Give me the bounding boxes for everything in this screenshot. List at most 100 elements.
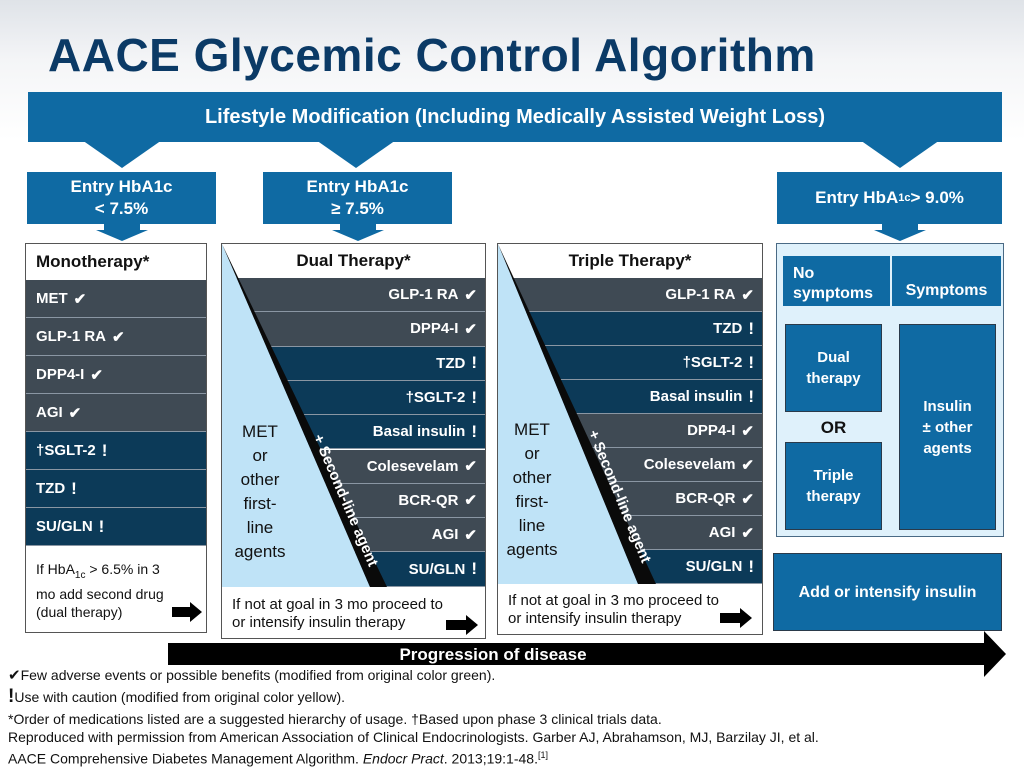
monotherapy-header: Monotherapy*	[36, 252, 150, 271]
dual-therapy-line: Dual	[817, 349, 850, 366]
triple-therapy-row-label: DPP4-I	[687, 422, 736, 439]
check-icon: ✔	[8, 667, 21, 684]
triple-therapy-row-label: Colesevelam	[643, 456, 736, 473]
triple-therapy-row: GLP-1 RA✔	[498, 278, 762, 312]
monotherapy-row: GLP-1 RA✔	[26, 318, 206, 356]
entry-box-dual: Entry HbA1c ≥ 7.5%	[263, 172, 452, 224]
entry-dual-line1: Entry HbA1c	[306, 177, 409, 196]
caution-icon: !	[101, 440, 108, 460]
dagger-note-text: †Based upon phase 3 clinical trials data…	[411, 711, 662, 727]
triple-met-line: other	[512, 468, 552, 487]
insulin-line: agents	[923, 439, 972, 457]
triple-note-arrow-icon	[720, 608, 752, 628]
triple-therapy-row-label: BCR-QR	[675, 490, 736, 507]
dual-therapy-row-label: DPP4-I	[410, 320, 459, 338]
triple-met-line: agents	[506, 540, 558, 559]
insulin-line: ± other	[922, 418, 973, 436]
monotherapy-row: †SGLT-2!	[26, 432, 206, 470]
triple-met-line: line	[518, 516, 546, 535]
monotherapy-row: TZD!	[26, 470, 206, 508]
caution-icon: !	[748, 556, 754, 576]
or-label: OR	[820, 418, 847, 437]
dual-met-text: MET or other first- line agents	[230, 420, 290, 564]
entry-high-suffix: > 9.0%	[910, 188, 964, 207]
dual-therapy-row: GLP-1 RA✔	[222, 278, 485, 313]
monotherapy-note: If HbA1c > 6.5% in 3 mo add second drug …	[36, 560, 206, 621]
check-icon: ✔	[741, 490, 754, 508]
lifestyle-banner: Lifestyle Modification (Including Medica…	[28, 92, 1002, 142]
check-icon: ✔	[90, 366, 103, 384]
dual-therapy-row-label: AGI	[431, 526, 459, 544]
add-intensify-insulin-box: Add or intensify insulin	[773, 553, 1002, 631]
check-icon: ✔	[464, 320, 477, 338]
insulin-line: Insulin	[923, 397, 972, 415]
monotherapy-column: Monotherapy* MET✔GLP-1 RA✔ DPP4-I ✔ AGI ✔ †SG…	[25, 243, 207, 633]
entry-high-sub: 1c	[898, 192, 911, 204]
monotherapy-row-label: DPP4-I	[36, 366, 85, 383]
monotherapy-row-label: †SGLT-2	[36, 442, 96, 459]
footer-citation: AACE Comprehensive Diabetes Management A…	[8, 747, 548, 768]
monotherapy-row: MET✔	[26, 280, 206, 318]
triple-therapy-column: Triple Therapy* GLP-1 RA✔TZD!†SGLT-2!Bas…	[497, 243, 763, 635]
dual-therapy-row-label: †SGLT-2	[405, 389, 466, 407]
symptoms-header: Symptoms	[892, 256, 1001, 306]
monotherapy-row-label: SU/GLN	[36, 518, 93, 535]
check-icon: ✔	[464, 492, 477, 510]
footer-reproduced: Reproduced with permission from American…	[8, 729, 819, 745]
dual-therapy-row-label: TZD	[436, 354, 466, 372]
triple-therapy-row-label: Basal insulin	[649, 388, 743, 405]
entry-arrow-mono	[96, 224, 148, 241]
banner-arrow-high	[860, 140, 940, 168]
entry-arrow-dual	[332, 224, 384, 241]
caution-icon: !	[748, 352, 754, 372]
triple-wedge	[498, 244, 656, 584]
triple-note-l2: or intensify insulin therapy	[508, 610, 682, 627]
dual-met-line: agents	[234, 542, 286, 561]
monotherapy-row: SU/GLN!	[26, 508, 206, 546]
mono-note-l1b: > 6.5% in 3	[85, 561, 160, 577]
check-icon: ✔	[464, 458, 477, 476]
caution-icon: !	[471, 387, 477, 407]
monotherapy-row-label: TZD	[36, 480, 66, 497]
entry-high-prefix: Entry HbA	[815, 188, 899, 207]
check-icon: ✔	[464, 526, 477, 544]
dual-therapy-box: Dual therapy	[785, 324, 882, 412]
monotherapy-row-label: MET	[36, 290, 68, 307]
triple-therapy-header: Triple Therapy*	[568, 251, 692, 270]
triple-met-line: first-	[515, 492, 549, 511]
dual-wedge	[222, 244, 387, 587]
entry-arrow-high	[874, 224, 926, 241]
monotherapy-row: DPP4-I ✔	[26, 356, 206, 394]
dual-met-line: or	[252, 446, 268, 465]
citation-journal: Endocr Pract	[362, 750, 444, 767]
check-icon: ✔	[741, 422, 754, 440]
triple-therapy-row-label: GLP-1 RA	[665, 286, 736, 303]
mono-note-sub: 1c	[74, 569, 86, 581]
footer-caution-legend: !Use with caution (modified from origina…	[8, 687, 345, 706]
caution-icon: !	[471, 559, 477, 579]
dual-note-l1: If not at goal in 3 mo proceed to	[232, 596, 443, 613]
dual-wedge-dark	[222, 244, 387, 587]
no-symptoms-line: No	[793, 265, 815, 282]
dual-therapy-row-label: Colesevelam	[366, 457, 459, 475]
triple-therapy-line: Triple	[813, 467, 854, 484]
dual-note: If not at goal in 3 mo proceed to or int…	[232, 596, 482, 632]
caution-icon: !	[748, 318, 754, 338]
dual-note-l2: or intensify insulin therapy	[232, 614, 406, 631]
entry-box-mono: Entry HbA1c < 7.5%	[27, 172, 216, 224]
triple-therapy-box: Triple therapy	[785, 442, 882, 530]
monotherapy-row-label: AGI	[36, 404, 63, 421]
triple-therapy-row-label: SU/GLN	[685, 558, 743, 575]
triple-therapy-row-label: TZD	[713, 320, 743, 337]
slide-title: AACE Glycemic Control Algorithm	[48, 29, 816, 81]
citation-text: AACE Comprehensive Diabetes Management A…	[8, 750, 363, 767]
check-icon: ✔	[68, 404, 82, 422]
caution-icon: !	[471, 421, 477, 441]
triple-met-line: or	[524, 444, 540, 463]
dual-therapy-column: Dual Therapy* GLP-1 RA✔ DPP4-I ✔ TZD! †SGLT-…	[221, 243, 486, 639]
triple-note: If not at goal in 3 mo proceed to or int…	[508, 592, 760, 628]
banner-arrow-mono	[82, 140, 162, 168]
dual-therapy-header: Dual Therapy*	[296, 251, 411, 270]
triple-wedge-dark	[498, 244, 656, 584]
footer-check-legend: ✔Few adverse events or possible benefits…	[8, 667, 495, 684]
